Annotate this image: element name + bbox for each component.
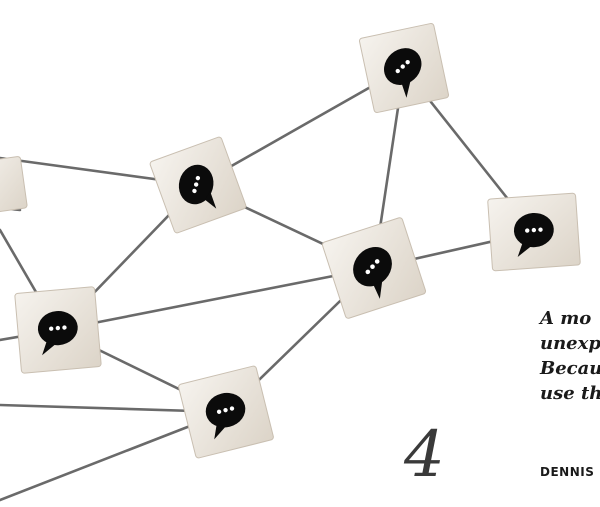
byline: DENNIS: [540, 465, 595, 479]
cube-node: [178, 365, 274, 459]
quote-line: unexp: [540, 333, 600, 354]
cube-node: [14, 286, 102, 374]
quote-line: use th: [540, 383, 600, 404]
quote-line: Becau: [540, 358, 600, 379]
page-number: 4: [404, 418, 445, 492]
cube-node: [487, 192, 581, 272]
cube-node: [321, 217, 427, 319]
cube-node: [358, 22, 450, 114]
quote-line: A mo: [540, 308, 592, 329]
cube-node: [149, 136, 247, 234]
wire: [56, 266, 376, 332]
cube-node: [0, 156, 28, 216]
pull-quote: A mo unexp Becau use th: [540, 306, 600, 406]
